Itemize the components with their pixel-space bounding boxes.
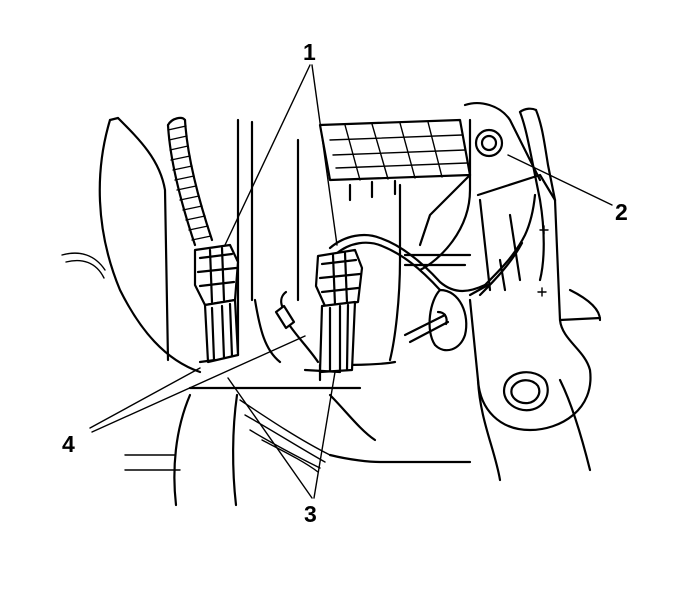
right-connector: [303, 193, 537, 374]
center-panel: [188, 118, 402, 390]
right-bracket: [418, 102, 602, 482]
callout-leaders: [89, 64, 613, 499]
left-connector: [193, 243, 240, 364]
callout-2: 2: [615, 199, 628, 225]
sensor-wire: [274, 290, 320, 364]
mesh-grille: [318, 118, 472, 202]
grommet-bolt: [403, 128, 504, 352]
corrugated-conduit: [166, 116, 214, 247]
callout-1: 1: [303, 39, 316, 65]
callout-3: 3: [304, 501, 317, 527]
callout-4: 4: [62, 431, 75, 457]
left-trim-bracket: [61, 116, 202, 374]
lower-trim-panel: [124, 393, 472, 507]
